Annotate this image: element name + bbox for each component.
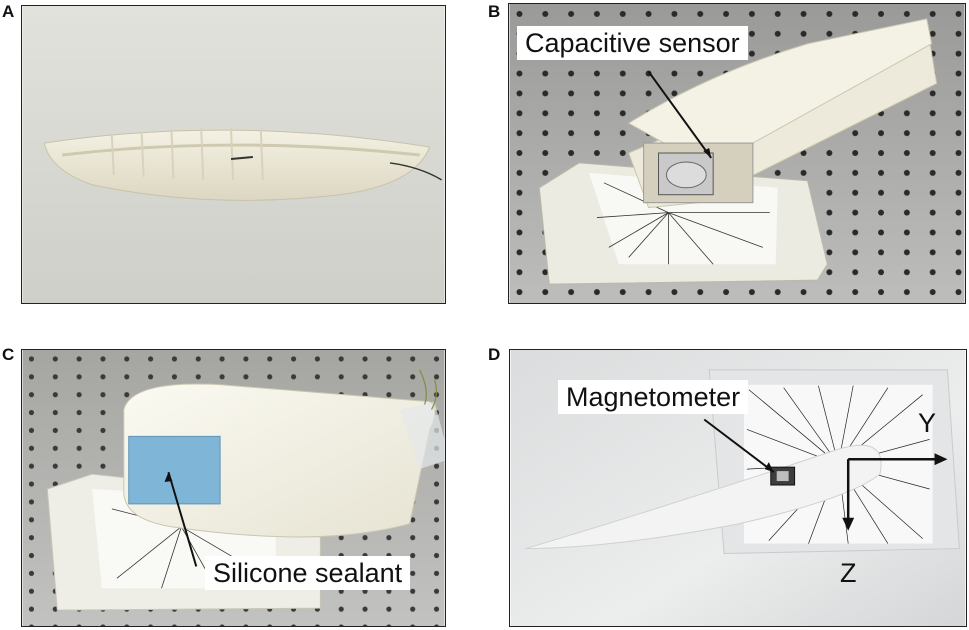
- axis-y-label: Y: [918, 408, 937, 438]
- panel-a-photo: [21, 5, 446, 304]
- panel-label-b: B: [488, 2, 501, 21]
- panel-d-photo: Magnetometer Y Z: [509, 349, 967, 627]
- panel-label-c: C: [2, 345, 15, 364]
- panel-c-photo: Silicone sealant: [21, 349, 446, 627]
- panel-label-a: A: [2, 2, 15, 21]
- silicone-sealant-photo: [22, 350, 445, 626]
- silicone-sealant-label: Silicone sealant: [205, 556, 411, 590]
- magnetometer-label: Magnetometer: [558, 380, 749, 414]
- panel-label-d: D: [488, 345, 501, 364]
- axis-z-label: Z: [840, 558, 857, 588]
- panel-b-photo: Capacitive sensor: [508, 3, 966, 304]
- capacitive-sensor-label: Capacitive sensor: [517, 26, 748, 60]
- magnetometer-photo: [510, 350, 966, 626]
- wing-model-photo: [22, 6, 445, 303]
